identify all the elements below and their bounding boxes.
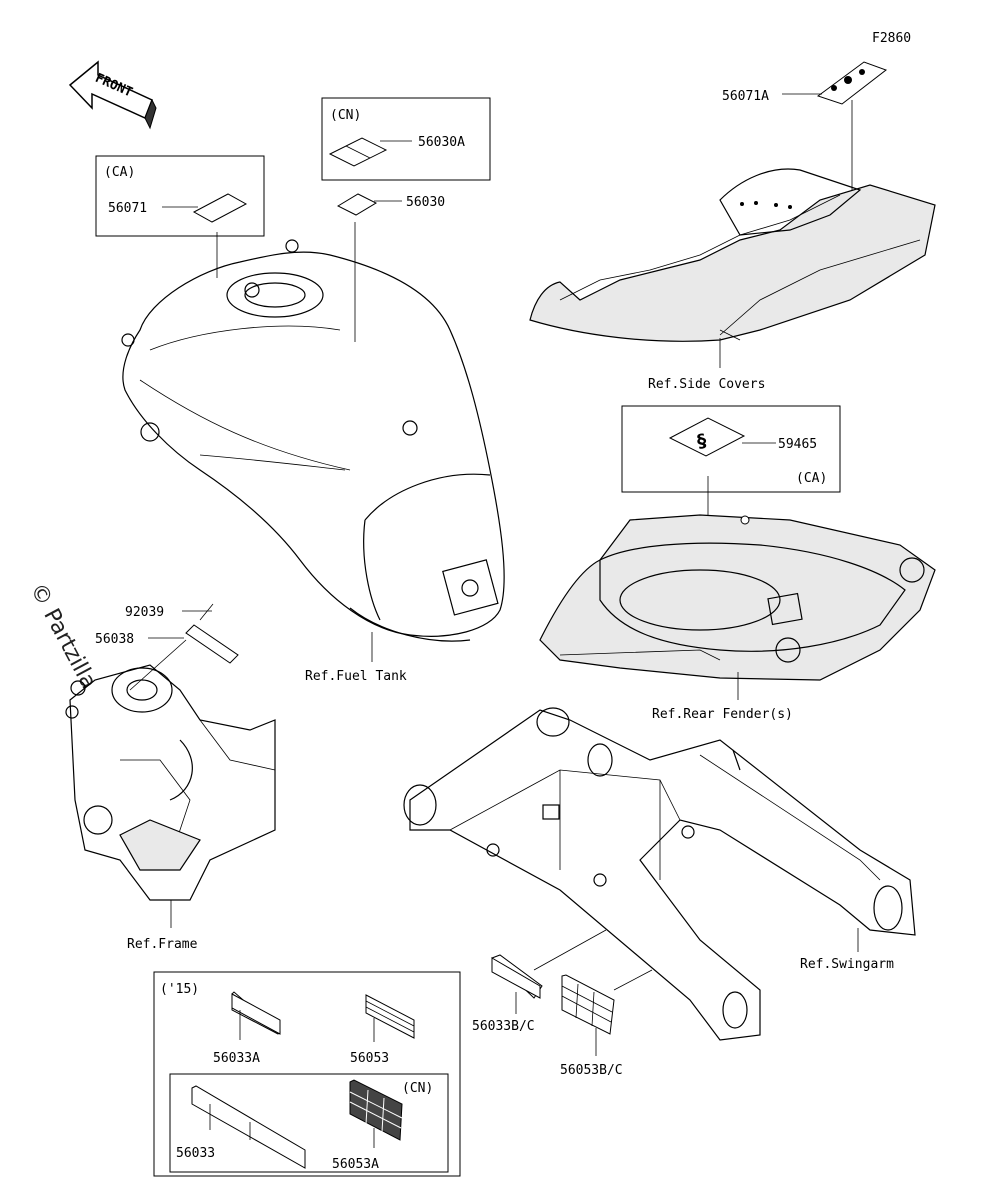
decal-56053BC[interactable] <box>561 974 615 1035</box>
frame[interactable] <box>65 664 276 901</box>
part-92039[interactable]: 92039 <box>125 605 164 620</box>
watermark: © Partzilla <box>25 579 101 693</box>
side-covers[interactable] <box>529 168 936 342</box>
cn-bottom-box <box>169 1073 449 1173</box>
cn-bottom-label: (CN) <box>402 1081 433 1096</box>
ref-frame[interactable]: Ref.Frame <box>127 937 198 952</box>
part-56071[interactable]: 56071 <box>108 201 147 216</box>
part-56033A[interactable]: 56033A <box>213 1051 260 1066</box>
decal-56071A[interactable] <box>816 61 888 105</box>
svg-text:§: § <box>695 430 708 452</box>
ca-fender-box <box>621 405 841 493</box>
figure-code: F2860 <box>872 31 911 46</box>
rear-fender[interactable] <box>539 514 936 681</box>
year-15-label: ('15) <box>160 982 199 997</box>
part-56071A[interactable]: 56071A <box>722 89 769 104</box>
fuel-tank[interactable] <box>121 239 505 642</box>
part-56053[interactable]: 56053 <box>350 1051 389 1066</box>
ref-rear-fender[interactable]: Ref.Rear Fender(s) <box>652 707 793 722</box>
decal-56038[interactable] <box>185 624 239 664</box>
front-arrow-icon: FRONT <box>68 60 157 130</box>
part-56053A[interactable]: 56053A <box>332 1157 379 1172</box>
part-59465[interactable]: 59465 <box>778 437 817 452</box>
ref-fuel-tank[interactable]: Ref.Fuel Tank <box>305 669 407 684</box>
ca-group-label: (CA) <box>104 165 135 180</box>
part-56030A[interactable]: 56030A <box>418 135 465 150</box>
part-56053BC[interactable]: 56053B/C <box>560 1063 623 1078</box>
decal-59465[interactable] <box>668 417 746 457</box>
decal-56030[interactable] <box>336 193 378 216</box>
part-56033[interactable]: 56033 <box>176 1146 215 1161</box>
part-56038[interactable]: 56038 <box>95 632 134 647</box>
swingarm[interactable] <box>403 707 916 1041</box>
decal-56053[interactable] <box>365 994 415 1039</box>
ref-swingarm[interactable]: Ref.Swingarm <box>800 957 894 972</box>
cn-group-label: (CN) <box>330 108 361 123</box>
cn-group-box <box>321 97 491 181</box>
year-15-box <box>153 971 461 1177</box>
ca-group-box <box>95 155 265 237</box>
part-56033BC[interactable]: 56033B/C <box>472 1019 535 1034</box>
decal-56053A[interactable] <box>349 1079 403 1141</box>
decal-56033[interactable] <box>191 1085 306 1169</box>
clip-92039[interactable] <box>199 603 214 621</box>
ref-side-covers[interactable]: Ref.Side Covers <box>648 377 765 392</box>
part-56030[interactable]: 56030 <box>406 195 445 210</box>
ca-fender-label: (CA) <box>796 471 827 486</box>
decal-56071[interactable] <box>192 193 248 223</box>
